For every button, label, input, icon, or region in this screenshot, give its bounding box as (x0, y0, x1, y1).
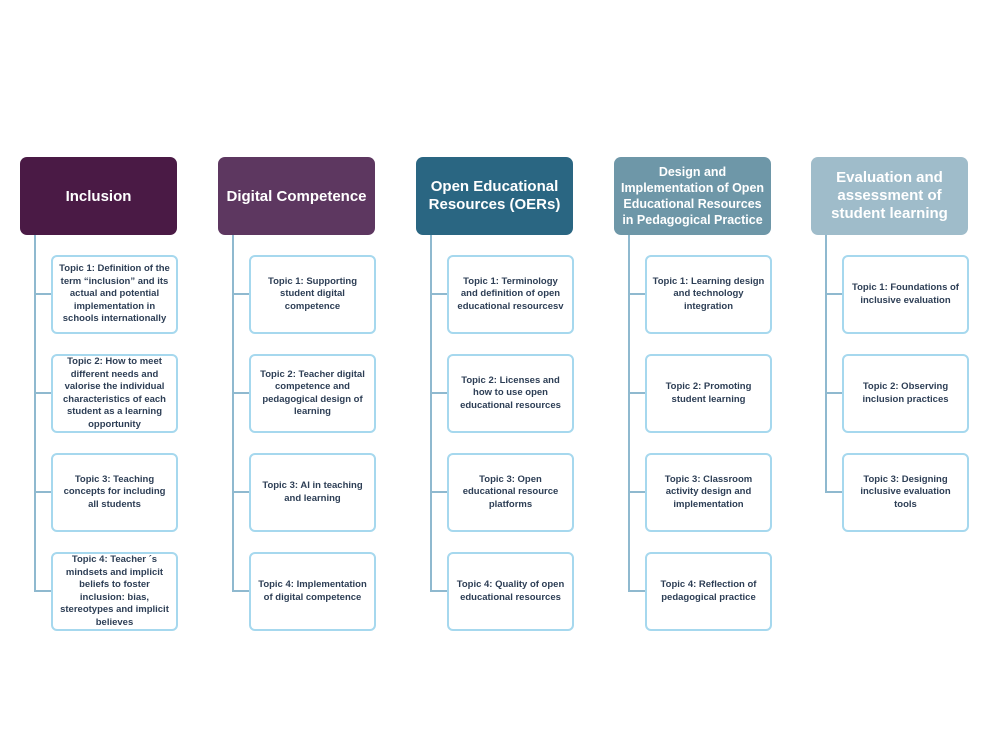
connector-branch (430, 590, 448, 592)
topic-box: Topic 1: Learning design and technology … (645, 255, 772, 334)
connector-line (825, 235, 827, 492)
connector-branch (430, 491, 448, 493)
connector-branch (628, 293, 646, 295)
column-evaluation-assessment: Evaluation and assessment of student lea… (811, 157, 971, 633)
connector-branch (34, 590, 52, 592)
connector-branch (825, 293, 843, 295)
topic-box: Topic 3: AI in teaching and learning (249, 453, 376, 532)
connector-branch (825, 491, 843, 493)
column-design-implementation: Design and Implementation of Open Educat… (614, 157, 774, 633)
column-open-educational-resources: Open Educational Resources (OERs) Topic … (416, 157, 576, 633)
connector-branch (628, 491, 646, 493)
connector-branch (430, 293, 448, 295)
column-digital-competence: Digital Competence Topic 1: Supporting s… (218, 157, 378, 633)
connector-branch (232, 293, 250, 295)
connector-branch (232, 491, 250, 493)
connector-branch (825, 392, 843, 394)
column-header: Open Educational Resources (OERs) (416, 157, 573, 235)
topic-box: Topic 2: Teacher digital competence and … (249, 354, 376, 433)
column-inclusion: Inclusion Topic 1: Definition of the ter… (20, 157, 180, 633)
connector-line (430, 235, 432, 591)
topic-box: Topic 2: Observing inclusion practices (842, 354, 969, 433)
topic-box: Topic 4: Quality of open educational res… (447, 552, 574, 631)
column-header: Inclusion (20, 157, 177, 235)
topic-box: Topic 4: Implementation of digital compe… (249, 552, 376, 631)
topic-box: Topic 1: Supporting student digital comp… (249, 255, 376, 334)
connector-branch (34, 293, 52, 295)
topic-box: Topic 2: Promoting student learning (645, 354, 772, 433)
topic-box: Topic 4: Teacher ´s mindsets and implici… (51, 552, 178, 631)
connector-branch (34, 392, 52, 394)
topic-box: Topic 3: Open educational resource platf… (447, 453, 574, 532)
connector-line (628, 235, 630, 591)
topic-box: Topic 3: Teaching concepts for including… (51, 453, 178, 532)
connector-line (34, 235, 36, 591)
connector-branch (628, 590, 646, 592)
connector-branch (628, 392, 646, 394)
topic-box: Topic 1: Terminology and definition of o… (447, 255, 574, 334)
topic-box: Topic 4: Reflection of pedagogical pract… (645, 552, 772, 631)
topic-box: Topic 3: Classroom activity design and i… (645, 453, 772, 532)
topic-box: Topic 2: Licenses and how to use open ed… (447, 354, 574, 433)
topic-box: Topic 2: How to meet different needs and… (51, 354, 178, 433)
topic-box: Topic 1: Foundations of inclusive evalua… (842, 255, 969, 334)
topic-box: Topic 3: Designing inclusive evaluation … (842, 453, 969, 532)
column-header: Design and Implementation of Open Educat… (614, 157, 771, 235)
connector-branch (232, 590, 250, 592)
column-header: Evaluation and assessment of student lea… (811, 157, 968, 235)
connector-branch (430, 392, 448, 394)
column-header: Digital Competence (218, 157, 375, 235)
connector-line (232, 235, 234, 591)
topic-box: Topic 1: Definition of the term “inclusi… (51, 255, 178, 334)
connector-branch (232, 392, 250, 394)
connector-branch (34, 491, 52, 493)
